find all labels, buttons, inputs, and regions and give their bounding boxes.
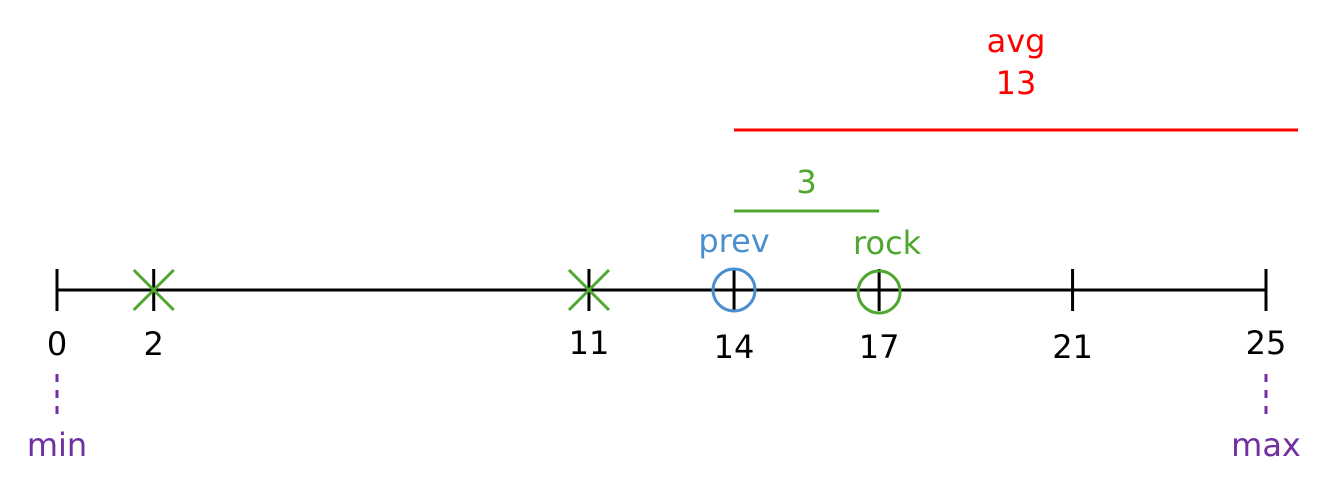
distance-label: 3 [796, 163, 816, 201]
max-label: max [1231, 426, 1301, 464]
rock-marker [856, 269, 902, 315]
rock-label: rock [853, 224, 922, 262]
prev-label: prev [698, 222, 769, 260]
tick-label: 14 [714, 328, 755, 366]
tick-label: 17 [859, 328, 900, 366]
tick-label: 0 [47, 325, 67, 363]
cross-marker [132, 268, 175, 312]
cross-markers [132, 268, 611, 312]
min-label: min [27, 426, 87, 464]
avg-value: 13 [996, 64, 1037, 102]
axis-tick-labels: 0 2 11 14 17 21 25 [47, 324, 1287, 366]
tick-label: 11 [569, 324, 610, 362]
cross-marker [567, 268, 611, 312]
prev-marker [711, 267, 757, 313]
avg-label: avg [987, 22, 1046, 60]
tick-label: 2 [144, 325, 164, 363]
tick-label: 21 [1052, 328, 1093, 366]
tick-label: 25 [1246, 324, 1287, 362]
